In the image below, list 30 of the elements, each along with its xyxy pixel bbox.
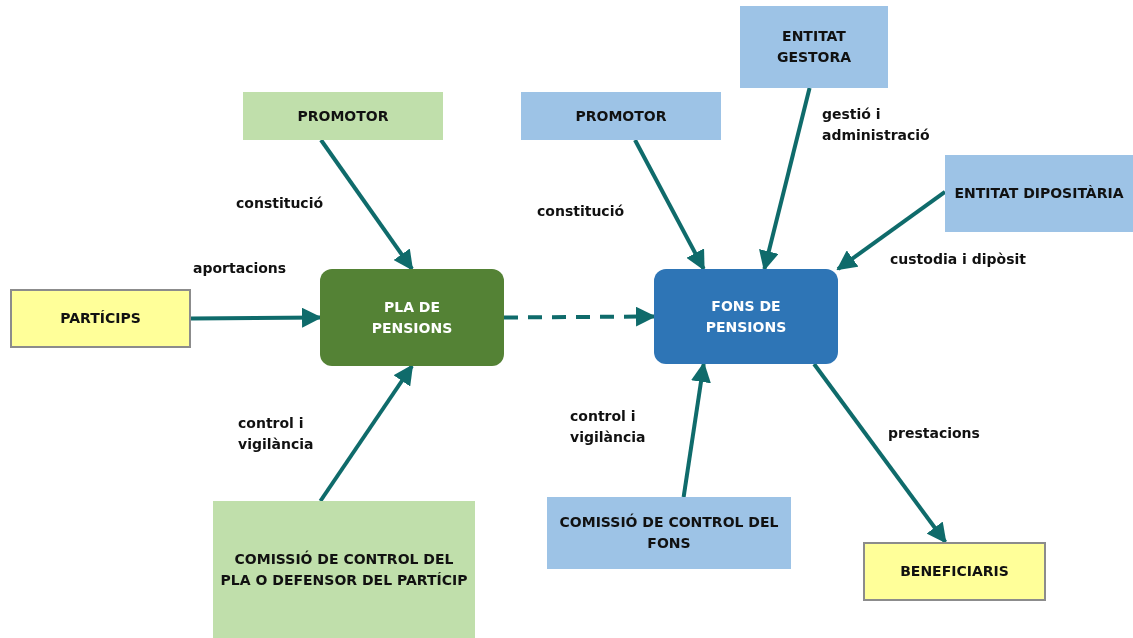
process-box (243, 92, 443, 140)
edge-label: custodia i dipòsit (890, 249, 1026, 270)
arrow (319, 138, 414, 271)
node-label: PROMOTOR (575, 106, 667, 126)
node-label: PLA DE PENSIONS (370, 297, 454, 338)
process-box (213, 501, 475, 638)
node-label: PROMOTOR (297, 106, 389, 126)
node-label: ENTITAT GESTORA (775, 27, 853, 67)
arrow (504, 306, 656, 327)
process-box (320, 269, 504, 366)
node-label: BENEFICIARIS (900, 562, 1009, 581)
process-box (547, 497, 791, 569)
node-label: FONS DE PENSIONS (704, 296, 788, 337)
arrow (633, 139, 706, 271)
process-box (10, 289, 191, 348)
process-box (945, 155, 1133, 232)
arrow (812, 362, 947, 544)
node-label: COMISSIÓ DE CONTROL DEL FONS (558, 512, 780, 553)
arrow (191, 307, 322, 328)
arrow (836, 190, 947, 271)
process-box (863, 542, 1046, 601)
node-label: COMISSIÓ DE CONTROL DEL PLA O DEFENSOR DEL PARTÍCIP (219, 549, 469, 590)
arrow (318, 364, 414, 503)
node-label: ENTITAT DIPOSITÀRIA (954, 184, 1124, 203)
process-box (521, 92, 721, 140)
arrow (681, 362, 711, 498)
node-label: PARTÍCIPS (60, 309, 141, 328)
arrow (759, 87, 812, 271)
process-box (654, 269, 838, 364)
process-box (740, 6, 888, 88)
